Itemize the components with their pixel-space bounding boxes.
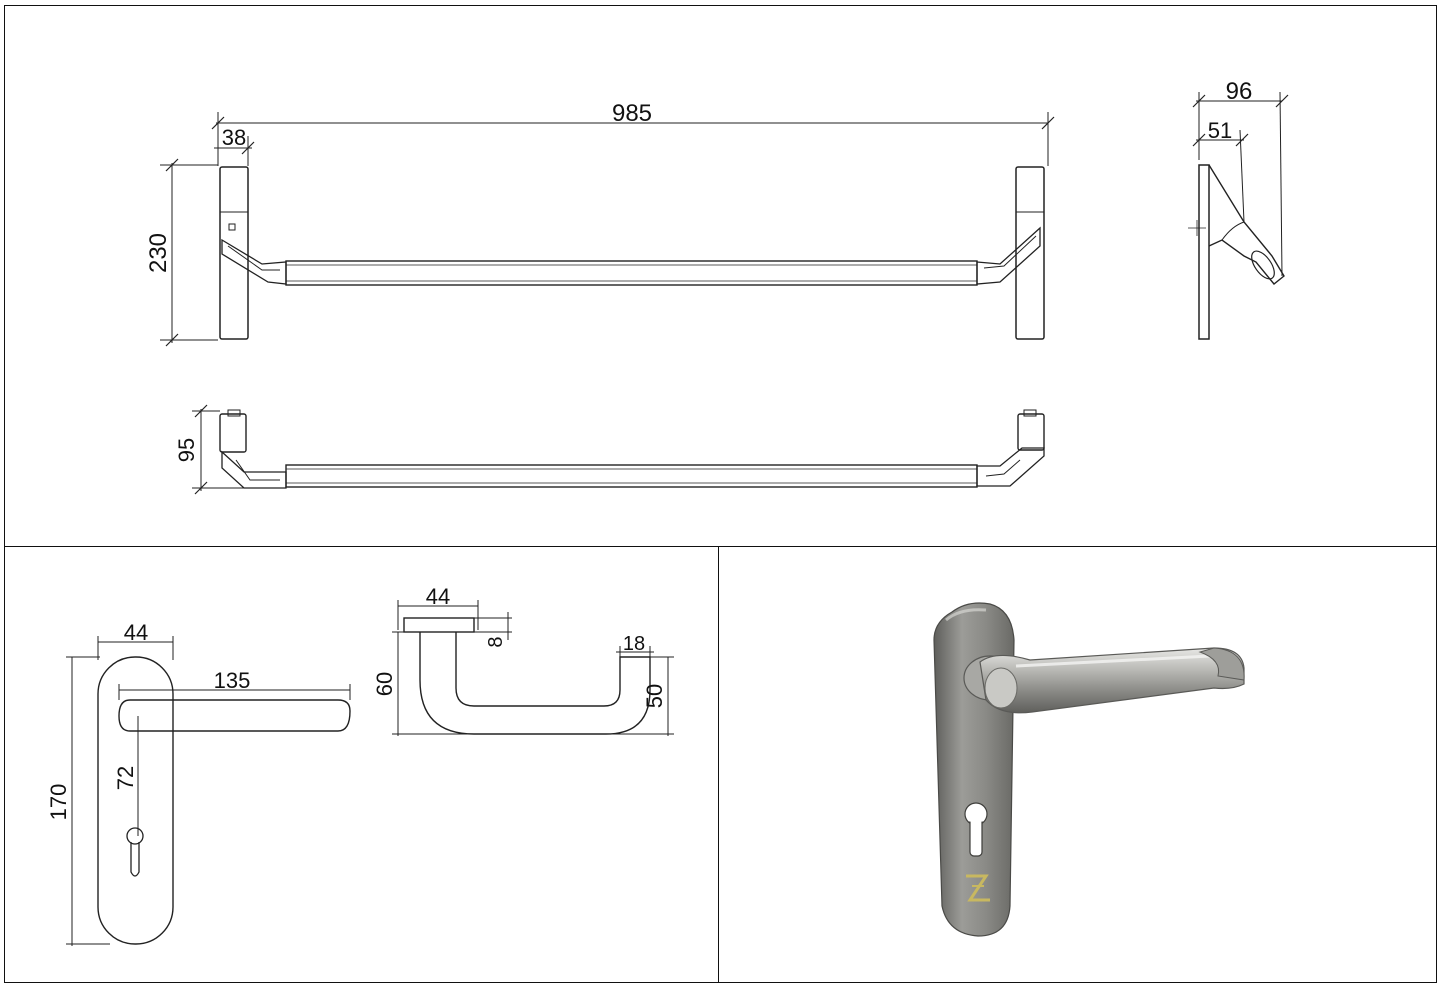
dim-60: 60 — [372, 672, 397, 696]
dim-72: 72 — [113, 766, 138, 790]
brand-logo-icon — [966, 874, 990, 902]
handle-side-profile: 44 8 60 18 50 — [372, 584, 674, 736]
dim-51: 51 — [1208, 118, 1232, 143]
dim-96: 96 — [1226, 78, 1253, 105]
handle-lever — [118, 699, 351, 732]
dim-135: 135 — [214, 668, 251, 693]
left-arm — [221, 238, 287, 285]
dim-38: 38 — [222, 125, 246, 150]
lever-profile — [419, 632, 651, 735]
keyhole-icon — [126, 827, 144, 877]
panic-bar-front-view: 985 38 230 — [145, 100, 1055, 347]
handle-backplate — [97, 656, 174, 945]
panic-bar-side-view: 96 51 — [1188, 78, 1289, 340]
panic-bar-top-view: 95 — [174, 404, 1045, 495]
left-end-case — [219, 166, 249, 340]
render-keyhole-icon — [964, 802, 988, 857]
dim-170: 170 — [46, 784, 71, 821]
right-end-case — [1015, 166, 1045, 340]
dim-230: 230 — [145, 233, 172, 273]
dim-8: 8 — [485, 636, 507, 647]
panic-bar-drawing-panel — [4, 5, 1437, 547]
push-bar-top — [285, 464, 978, 488]
dim-18: 18 — [623, 633, 645, 655]
side-arm — [1208, 164, 1285, 285]
dim-50: 50 — [642, 684, 667, 708]
lever-handle-photo-panel — [718, 546, 1437, 983]
handle-front-view: 44 135 72 170 — [46, 620, 351, 946]
dim-985: 985 — [612, 100, 652, 127]
dim-44-plate: 44 — [124, 620, 148, 645]
handle-render — [933, 602, 1245, 937]
dim-44-profile: 44 — [426, 584, 450, 609]
lever-handle-drawing-panel — [4, 546, 719, 983]
right-arm — [976, 226, 1041, 285]
dim-95: 95 — [174, 438, 199, 462]
